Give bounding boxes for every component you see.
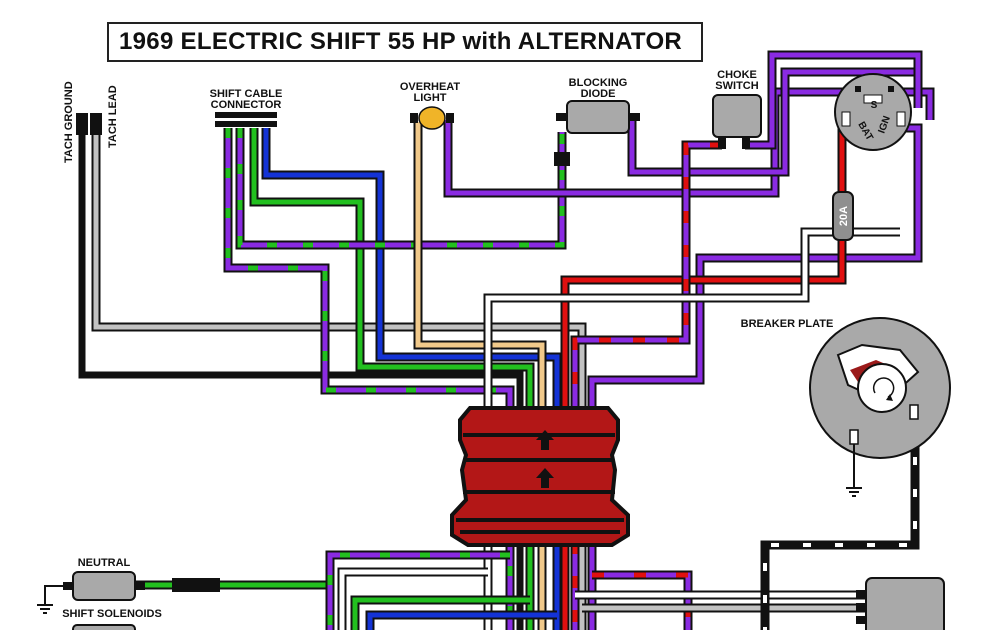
blocking-diode [554, 100, 640, 166]
shift-cable-connector-label-2: CONNECTOR [211, 99, 282, 111]
terminal-block [450, 406, 630, 547]
ignition-label-s: S [871, 100, 878, 111]
neutral-label: NEUTRAL [78, 557, 131, 569]
page-title: 1969 ELECTRIC SHIFT 55 HP with ALTERNATO… [119, 28, 683, 55]
tach-lead-label: TACH LEAD [107, 85, 119, 148]
overheat-light-label-1: OVERHEAT [400, 81, 461, 93]
shift-solenoids-label: SHIFT SOLENOIDS [62, 608, 162, 620]
breaker-plate [809, 317, 951, 497]
blocking-diode-label-1: BLOCKING [569, 77, 628, 89]
rectifier-block [856, 577, 945, 630]
ignition-switch: S BAT IGN [834, 73, 912, 151]
choke-switch [712, 94, 762, 149]
choke-switch-label-2: SWITCH [715, 80, 758, 92]
tach-lead-terminal [90, 113, 102, 135]
tach-ground-label: TACH GROUND [63, 81, 75, 163]
title-box: 1969 ELECTRIC SHIFT 55 HP with ALTERNATO… [107, 22, 703, 62]
breaker-plate-label: BREAKER PLATE [741, 318, 834, 330]
solenoid-partial [72, 624, 136, 630]
shift-cable-connector-label-1: SHIFT CABLE [210, 88, 283, 100]
shift-cable-connector [215, 112, 277, 127]
blocking-diode-label-2: DIODE [581, 88, 616, 100]
fuse-label: 20A [838, 206, 850, 226]
overheat-light-label-2: LIGHT [414, 92, 447, 104]
choke-switch-label-1: CHOKE [717, 69, 757, 81]
fuse-20a: 20A [832, 191, 854, 241]
tach-ground-terminal [76, 113, 88, 135]
overheat-light [410, 106, 454, 130]
neutral-solenoid [37, 571, 220, 614]
